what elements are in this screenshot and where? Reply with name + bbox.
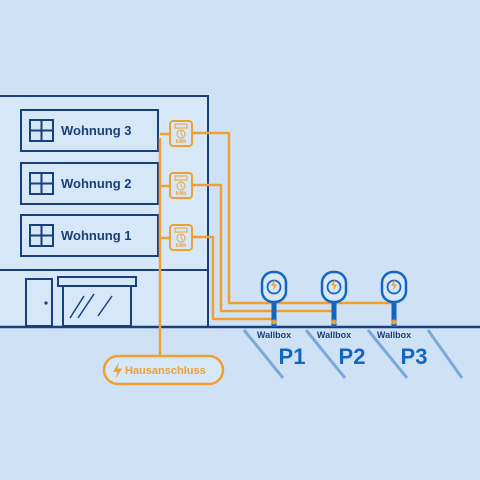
wallbox-label-2: Wallbox bbox=[317, 330, 351, 340]
apartment-box-3 bbox=[20, 109, 159, 152]
connection-dots bbox=[271, 319, 397, 325]
parking-spot-label-3: P3 bbox=[401, 344, 428, 369]
parking-line-1 bbox=[242, 329, 285, 379]
apartment-label-1: Wohnung 1 bbox=[61, 228, 132, 243]
window-icon bbox=[29, 119, 54, 142]
parking-line-4 bbox=[426, 329, 464, 379]
wallbox-icon bbox=[320, 270, 348, 327]
parking-line-2 bbox=[304, 329, 347, 379]
lightning-bolt-icon bbox=[113, 362, 122, 379]
meter-icon: kWh bbox=[169, 172, 193, 199]
wallbox-label-1: Wallbox bbox=[257, 330, 291, 340]
house-connection-label: Hausanschluss bbox=[125, 365, 206, 377]
meter-unit-1: kWh bbox=[176, 243, 187, 249]
parking-spot-label-2: P2 bbox=[339, 344, 366, 369]
house-connection: Hausanschluss bbox=[102, 354, 225, 386]
apartment-label-3: Wohnung 3 bbox=[61, 123, 132, 138]
parking-line-3 bbox=[366, 329, 409, 379]
window-icon bbox=[29, 224, 54, 247]
wallbox-icon bbox=[380, 270, 408, 327]
meter-unit-2: kWh bbox=[176, 191, 187, 197]
wallbox-label-3: Wallbox bbox=[377, 330, 411, 340]
meter-icon: kWh bbox=[169, 224, 193, 251]
apartment-label-2: Wohnung 2 bbox=[61, 176, 132, 191]
parking-bay-lines bbox=[242, 329, 464, 379]
parking-spot-label-1: P1 bbox=[279, 344, 306, 369]
meter-icon: kWh bbox=[169, 120, 193, 147]
meter-unit-3: kWh bbox=[176, 139, 187, 145]
window-icon bbox=[29, 172, 54, 195]
